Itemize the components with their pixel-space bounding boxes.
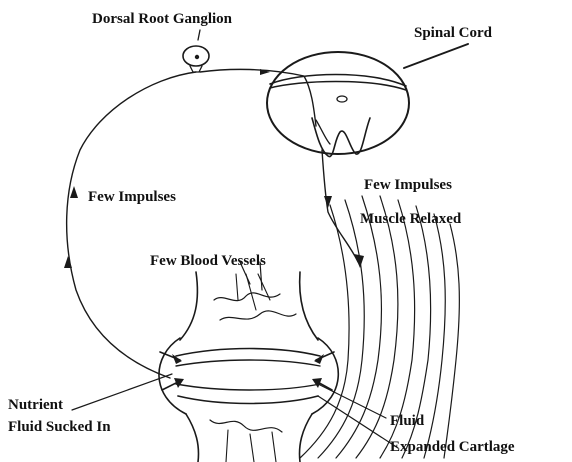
label-pointers (72, 262, 398, 448)
sensory-nerve-path (67, 69, 316, 378)
expanded-cartlage-label: Expanded Cartlage (390, 438, 515, 456)
spinal-cord-pointer (404, 44, 468, 68)
nutrient-label-line1: Nutrient (8, 396, 63, 414)
muscle-fibres (300, 196, 459, 458)
few-impulses-right-label: Few Impulses (364, 176, 452, 194)
joint-capsule (159, 338, 338, 414)
spinal-cord-label: Spinal Cord (414, 24, 492, 42)
few-blood-vessels-label: Few Blood Vessels (150, 252, 266, 270)
nutrient-label-line2: Fluid Sucked In (8, 418, 111, 436)
fluid-label: Fluid (390, 412, 424, 430)
few-impulses-left-label: Few Impulses (88, 188, 176, 206)
fluid-arrows (160, 352, 334, 390)
ganglion-shape (183, 30, 209, 72)
impulse-arrows (64, 69, 364, 268)
muscle-relaxed-label: Muscle Relaxed (360, 210, 461, 228)
dorsal-root-ganglion-label: Dorsal Root Ganglion (92, 10, 232, 28)
lower-bone (186, 414, 312, 462)
spinal-cord-shape (267, 52, 409, 157)
